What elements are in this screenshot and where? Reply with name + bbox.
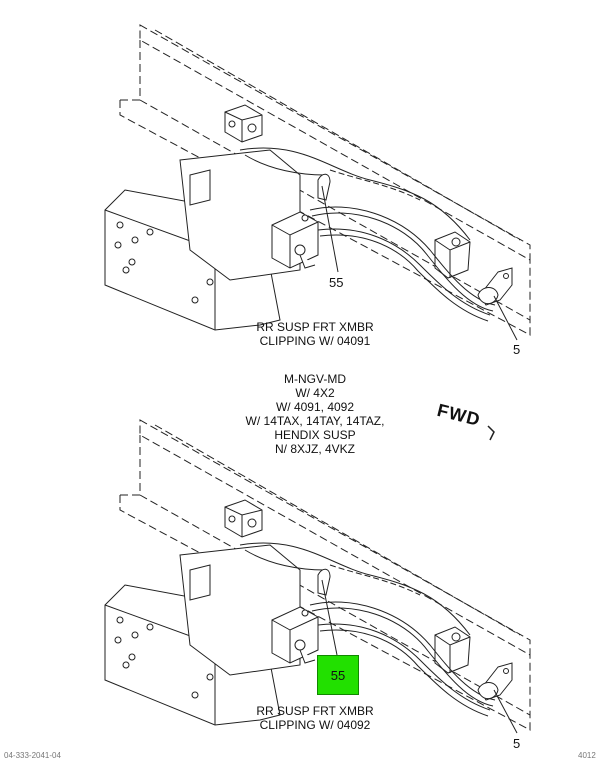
callout-55-bottom: 55 — [330, 667, 346, 683]
leader-line-55-bottom — [321, 579, 338, 656]
conditions-line-1: M-NGV-MD — [284, 372, 346, 386]
bottom-caption-line-2: CLIPPING W/ 04092 — [259, 718, 371, 732]
conditions-block: M-NGV-MD W/ 4X2 W/ 4091, 4092 W/ 14TAX, … — [225, 372, 405, 456]
conditions-line-3: W/ 4091, 4092 — [275, 400, 355, 414]
leader-line-5-top — [493, 295, 518, 341]
top-caption-line-1: RR SUSP FRT XMBR — [256, 320, 374, 334]
fwd-arrow-icon — [487, 425, 495, 441]
footer-drawing-number: 04-333-2041-04 — [4, 751, 61, 760]
bottom-caption: RR SUSP FRT XMBR CLIPPING W/ 04092 — [230, 704, 400, 732]
footer-page-number: 4012 — [578, 751, 596, 760]
leader-line-55-top — [321, 185, 339, 273]
callout-55-top[interactable]: 55 — [329, 275, 344, 290]
conditions-line-2: W/ 4X2 — [295, 386, 335, 400]
top-caption: RR SUSP FRT XMBR CLIPPING W/ 04091 — [230, 320, 400, 348]
callout-5-top[interactable]: 5 — [513, 342, 521, 357]
conditions-line-4: W/ 14TAX, 14TAY, 14TAZ, — [245, 414, 385, 428]
callout-5-bottom[interactable]: 5 — [513, 736, 521, 751]
conditions-line-6: N/ 8XJZ, 4VKZ — [274, 442, 356, 456]
top-caption-line-2: CLIPPING W/ 04091 — [259, 334, 371, 348]
conditions-line-5: HENDIX SUSP — [274, 428, 356, 442]
top-assembly-drawing — [104, 24, 531, 336]
bottom-caption-line-1: RR SUSP FRT XMBR — [256, 704, 374, 718]
callout-55-bottom-highlighted[interactable]: 55 — [317, 655, 359, 695]
leader-line-5-bottom — [493, 689, 518, 734]
